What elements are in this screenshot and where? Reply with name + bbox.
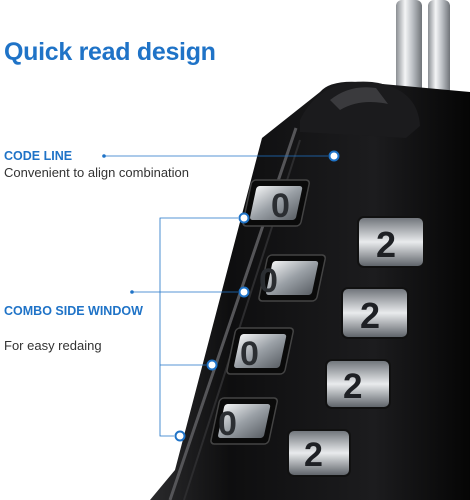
combo-window-callout <box>130 212 250 442</box>
side-dials: 2 2 2 2 <box>287 216 425 477</box>
code-line-title: CODE LINE <box>4 149 73 163</box>
side-digit-4: 2 <box>304 436 323 474</box>
side-digit-1: 2 <box>376 224 396 265</box>
side-digit-3: 2 <box>343 367 362 406</box>
front-digit-3: 0 <box>240 335 259 373</box>
code-line-callout <box>102 150 340 162</box>
combo-window-description: For easy redaing <box>4 338 102 353</box>
front-digit-2: 0 <box>259 262 278 300</box>
side-digit-2: 2 <box>360 295 380 336</box>
code-line-description: Convenient to align combination <box>4 165 190 180</box>
combo-window-title: COMBO SIDE WINDOW <box>4 304 143 318</box>
headline: Quick read design <box>4 38 216 66</box>
front-digit-4: 0 <box>218 405 237 443</box>
front-dial-windows: 0 0 0 0 <box>210 179 327 445</box>
front-digit-1: 0 <box>271 187 290 225</box>
